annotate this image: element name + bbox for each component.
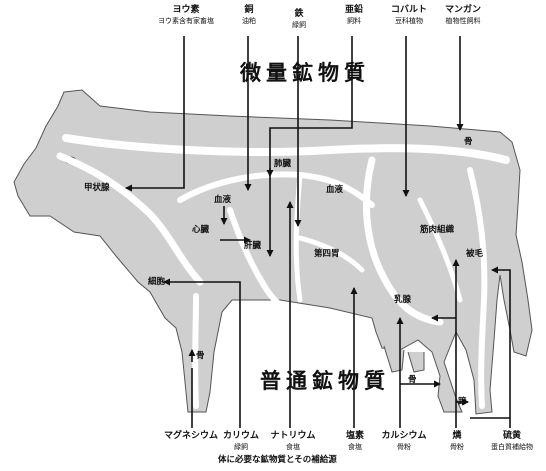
mineral-source: 緑飼 (234, 443, 248, 451)
mineral-zinc: 亜鉛 飼料 (336, 6, 372, 25)
mineral-name: ナトリウム (270, 431, 316, 441)
mineral-source: ヨウ素含有家畜塩 (158, 17, 214, 25)
label-bone-front: 骨 (196, 351, 205, 361)
mineral-source: 植物性飼料 (445, 17, 481, 25)
mineral-potassium: カリウム 緑飼 (216, 432, 266, 451)
mineral-source: 骨粉 (397, 443, 411, 451)
label-stomach4: 第四胃 (314, 249, 340, 259)
mineral-source: 豆科植物 (395, 17, 423, 25)
mineral-source: 蛋白質補給物 (491, 443, 533, 451)
mineral-name: 鉄 (294, 9, 304, 19)
mineral-name: 銅 (244, 5, 254, 15)
mineral-chlorine: 塩素 食塩 (338, 432, 372, 451)
mineral-name: カリウム (222, 431, 259, 441)
label-cell: 細胞 (148, 277, 166, 287)
figure-caption: 体に必要な鉱物質とその補給源 (218, 455, 337, 465)
mineral-iron: 鉄 緑飼 (284, 10, 314, 29)
mineral-name: 塩素 (345, 431, 364, 441)
label-lung: 肺臓 (274, 159, 292, 169)
label-liver: 肝臓 (244, 241, 262, 251)
label-hair: 被毛 (466, 249, 484, 259)
mineral-name: コバルト (390, 5, 427, 15)
mineral-name: 燐 (452, 431, 462, 441)
mineral-manganese: マンガン 植物性飼料 (436, 6, 490, 25)
label-hoof: 蹄 (458, 397, 467, 407)
mineral-name: マンガン (444, 5, 481, 15)
mineral-source: 食塩 (286, 443, 300, 451)
mineral-copper: 銅 油粕 (234, 6, 264, 25)
mineral-sulfur: 硫黄 蛋白質補給物 (484, 432, 540, 451)
mineral-source: 食塩 (348, 443, 362, 451)
mineral-name: 硫黄 (502, 431, 521, 441)
label-blood-center: 血液 (326, 185, 344, 195)
label-heart: 心臓 (192, 225, 210, 235)
heading-macro-minerals: 普通鉱物質 (260, 368, 390, 393)
label-bone-top: 骨 (464, 137, 473, 147)
flow-arrows (125, 36, 511, 428)
mineral-name: ヨウ素 (172, 5, 200, 15)
label-udder: 乳腺 (394, 295, 412, 305)
label-thyroid: 甲状腺 (84, 183, 110, 193)
mineral-name: 亜鉛 (344, 5, 363, 15)
mineral-calcium: カルシウム 骨粉 (376, 432, 432, 451)
mineral-sodium: ナトリウム 食塩 (266, 432, 320, 451)
mineral-phosphorus: 燐 骨粉 (444, 432, 470, 451)
heading-trace-minerals: 微量鉱物質 (240, 60, 370, 85)
mineral-iodine: ヨウ素 ヨウ素含有家畜塩 (154, 6, 218, 25)
mineral-source: 飼料 (347, 17, 361, 25)
mineral-source: 骨粉 (450, 443, 464, 451)
label-muscle: 筋肉組織 (420, 225, 455, 235)
mineral-cobalt: コバルト 豆科植物 (386, 6, 432, 25)
label-bone-leg: 骨 (408, 375, 417, 385)
mineral-name: マグネシウム (163, 431, 218, 441)
mineral-magnesium: マグネシウム (148, 432, 234, 444)
label-blood-left: 血液 (214, 195, 232, 205)
mineral-name: カルシウム (381, 431, 427, 441)
mineral-source: 油粕 (242, 17, 256, 25)
mineral-source: 緑飼 (292, 21, 306, 29)
